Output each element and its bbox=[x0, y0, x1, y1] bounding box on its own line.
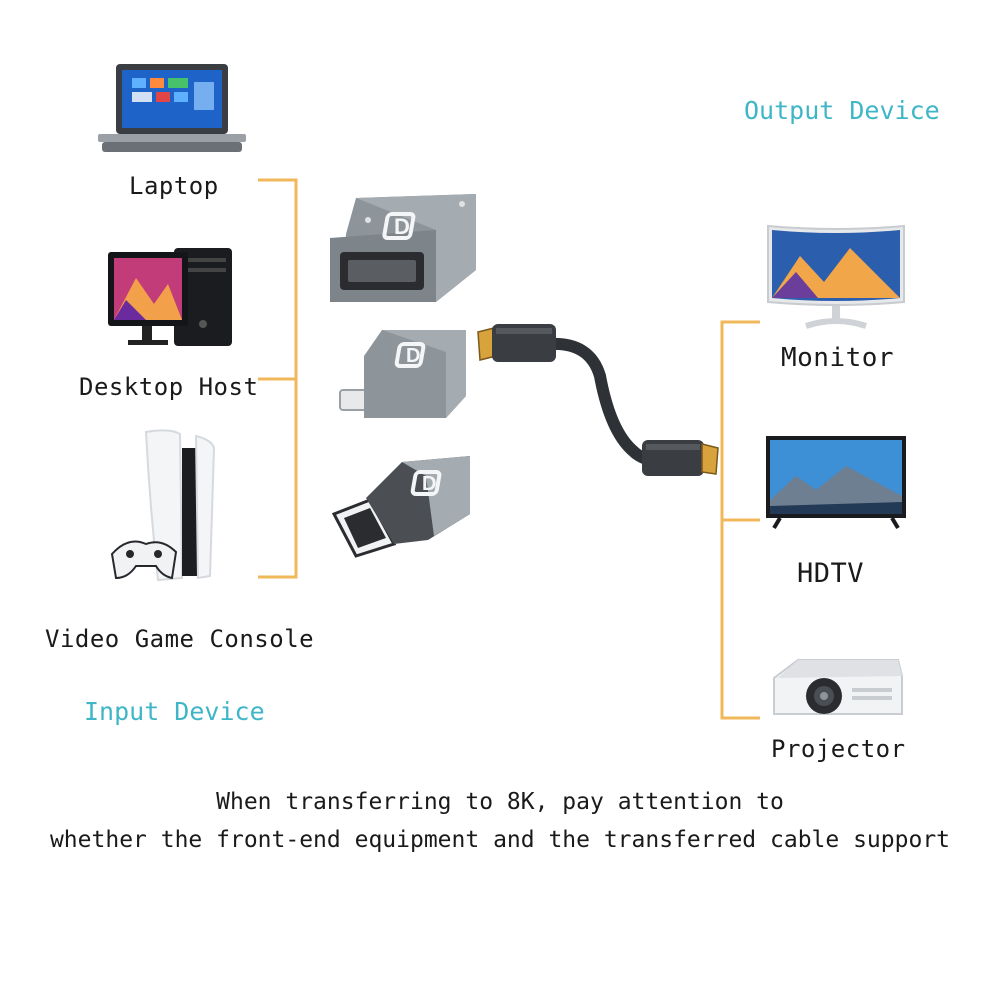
laptop-label: Laptop bbox=[129, 172, 219, 200]
laptop-icon bbox=[98, 64, 246, 152]
dp-logo-2: D bbox=[406, 345, 420, 367]
desktop-host-icon bbox=[108, 248, 232, 346]
dp-male-adapter: D bbox=[331, 456, 470, 558]
note-line-1: When transferring to 8K, pay attention t… bbox=[216, 789, 784, 815]
dp-logo-3: D bbox=[422, 473, 436, 495]
monitor-label: Monitor bbox=[781, 343, 895, 373]
dp-female-adapter: D bbox=[330, 194, 476, 302]
game-console-icon bbox=[110, 429, 216, 582]
hdtv-label: HDTV bbox=[797, 558, 865, 589]
projector-label: Projector bbox=[771, 735, 906, 763]
hdmi-cable bbox=[477, 324, 719, 476]
monitor-icon bbox=[767, 224, 905, 329]
note-line-2: whether the front-end equipment and the … bbox=[49, 827, 951, 853]
projector-icon bbox=[773, 659, 903, 715]
dp-logo-1: D bbox=[394, 214, 410, 239]
input-device-heading: Input Device bbox=[84, 697, 265, 726]
output-device-heading: Output Device bbox=[744, 96, 940, 125]
desktop-host-label: Desktop Host bbox=[79, 373, 259, 401]
mini-dp-adapter: D bbox=[339, 330, 466, 418]
hdtv-icon bbox=[766, 436, 906, 530]
game-console-label: Video Game Console bbox=[45, 625, 315, 653]
